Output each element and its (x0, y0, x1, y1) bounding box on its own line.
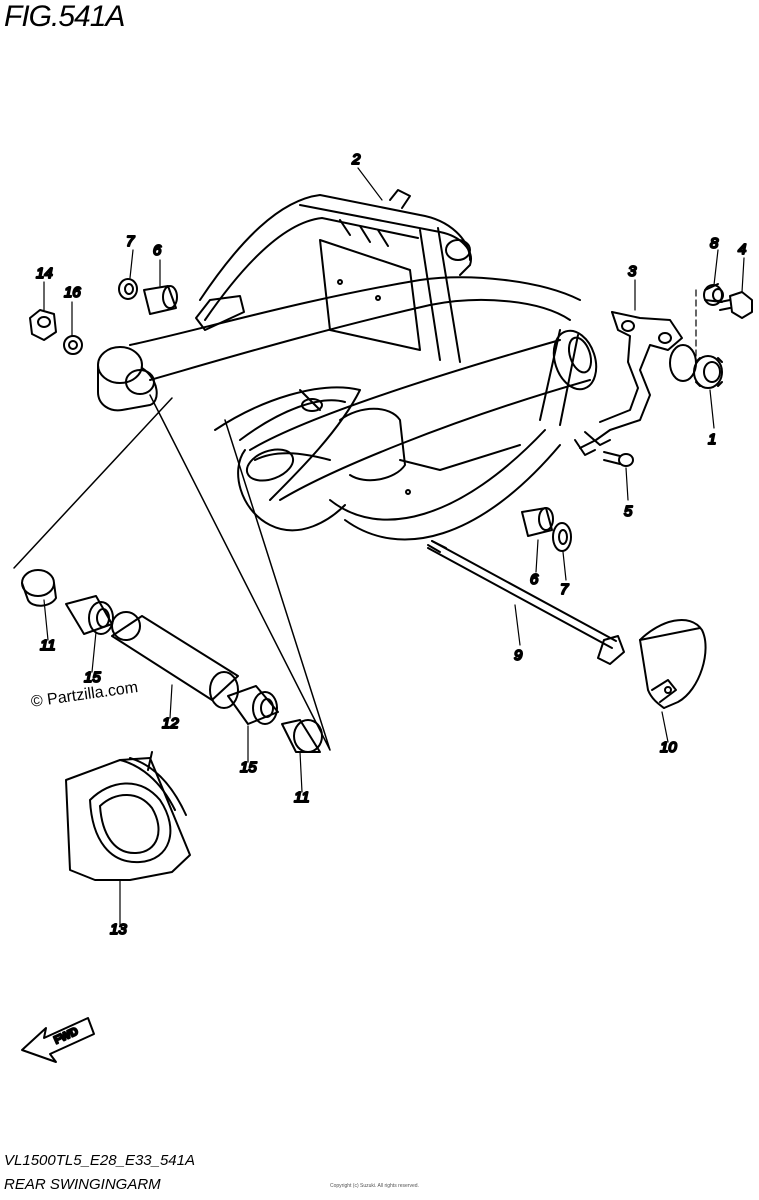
bolt-5[interactable] (603, 451, 634, 467)
callout-6-right: 6 (530, 571, 539, 588)
bracket-collar[interactable] (669, 344, 697, 382)
nut-14[interactable] (29, 309, 57, 341)
bushing-8[interactable] (703, 283, 724, 306)
callout-labels: 2 7 6 14 16 3 8 4 1 5 6 7 9 10 11 15 12 … (35, 150, 747, 939)
callout-5: 5 (624, 503, 633, 520)
swingarm-frame[interactable] (97, 189, 603, 541)
spacer-12[interactable] (111, 611, 239, 709)
callout-2: 2 (351, 151, 361, 168)
bushing-11-left[interactable] (21, 569, 57, 607)
callout-12: 12 (162, 715, 179, 732)
callout-11-right: 11 (294, 789, 310, 806)
leader-line-left (13, 397, 173, 569)
callout-11-left: 11 (40, 637, 56, 654)
callout-leaders (43, 167, 745, 926)
callout-4: 4 (738, 241, 746, 258)
washer-7-left[interactable] (118, 278, 138, 300)
rubber-boot-13[interactable] (65, 751, 191, 881)
callout-15-lower: 15 (240, 759, 257, 776)
fwd-label: FWD (52, 1026, 80, 1047)
callout-7-right: 7 (560, 581, 569, 598)
callout-9: 9 (514, 647, 523, 664)
callout-16: 16 (64, 284, 81, 301)
callout-1: 1 (708, 431, 716, 448)
callout-7-left: 7 (126, 233, 135, 250)
bushing-11-right[interactable] (281, 719, 323, 753)
needle-bearing-15-lower[interactable] (227, 685, 279, 725)
model-code: VL1500TL5_E28_E33_541A (4, 1152, 196, 1169)
pivot-nut-1[interactable] (693, 355, 723, 389)
bearing-6-left[interactable] (143, 285, 178, 315)
callout-8: 8 (710, 235, 719, 252)
callout-13: 13 (110, 921, 127, 938)
brake-torque-bracket[interactable] (574, 311, 683, 456)
pivot-shaft-9[interactable] (427, 540, 625, 665)
callout-15-upper: 15 (84, 669, 101, 686)
fine-print: Copyright (c) Suzuki. All rights reserve… (330, 1183, 419, 1189)
figure-title: FIG.541A (4, 0, 125, 33)
cover-10[interactable] (639, 619, 707, 709)
needle-bearing-15-upper[interactable] (65, 595, 114, 635)
callout-6-left: 6 (153, 242, 162, 259)
callout-10: 10 (660, 739, 677, 756)
fwd-arrow-icon: FWD (21, 1017, 95, 1063)
washer-16[interactable] (63, 335, 83, 355)
leader-line-center (149, 394, 331, 751)
callout-14: 14 (36, 265, 53, 282)
bolt-4[interactable] (719, 291, 753, 319)
bearing-6-right[interactable] (521, 507, 554, 537)
washer-7-right[interactable] (552, 522, 572, 552)
callout-3: 3 (628, 263, 637, 280)
figure-name: REAR SWINGINGARM (4, 1176, 161, 1193)
